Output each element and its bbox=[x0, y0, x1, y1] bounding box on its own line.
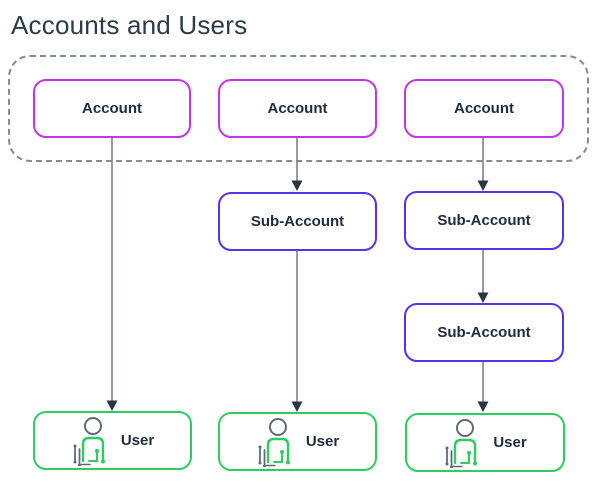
sub-account-box: Sub-Account bbox=[404, 191, 564, 250]
arrow-head-icon bbox=[291, 401, 303, 412]
account-box: Account bbox=[218, 79, 377, 138]
account-box: Account bbox=[33, 79, 191, 138]
user-box: User bbox=[218, 412, 377, 471]
sub-account-box: Sub-Account bbox=[404, 303, 564, 362]
user-icon bbox=[445, 418, 478, 468]
user-box: User bbox=[33, 411, 192, 470]
account-label: Account bbox=[267, 100, 328, 117]
sub-account-label: Sub-Account bbox=[250, 213, 345, 230]
user-box: User bbox=[405, 413, 565, 472]
sub-account-label: Sub-Account bbox=[437, 212, 531, 229]
arrow-head-icon bbox=[291, 180, 303, 191]
arrow-head-icon bbox=[477, 401, 489, 412]
accounts-group-frame bbox=[8, 55, 589, 162]
arrow-head-icon bbox=[106, 400, 118, 411]
user-icon bbox=[258, 417, 290, 467]
page-title: Accounts and Users bbox=[11, 10, 248, 40]
arrow-head-icon bbox=[477, 292, 489, 303]
account-label: Account bbox=[82, 100, 142, 117]
user-label: User bbox=[120, 432, 155, 449]
arrow-head-icon bbox=[477, 180, 489, 191]
account-label: Account bbox=[454, 100, 514, 117]
sub-account-label: Sub-Account bbox=[437, 324, 531, 341]
account-box: Account bbox=[404, 79, 564, 138]
sub-account-box: Sub-Account bbox=[218, 192, 377, 251]
user-label: User bbox=[493, 434, 527, 451]
user-label: User bbox=[305, 433, 340, 450]
user-icon bbox=[73, 416, 105, 466]
